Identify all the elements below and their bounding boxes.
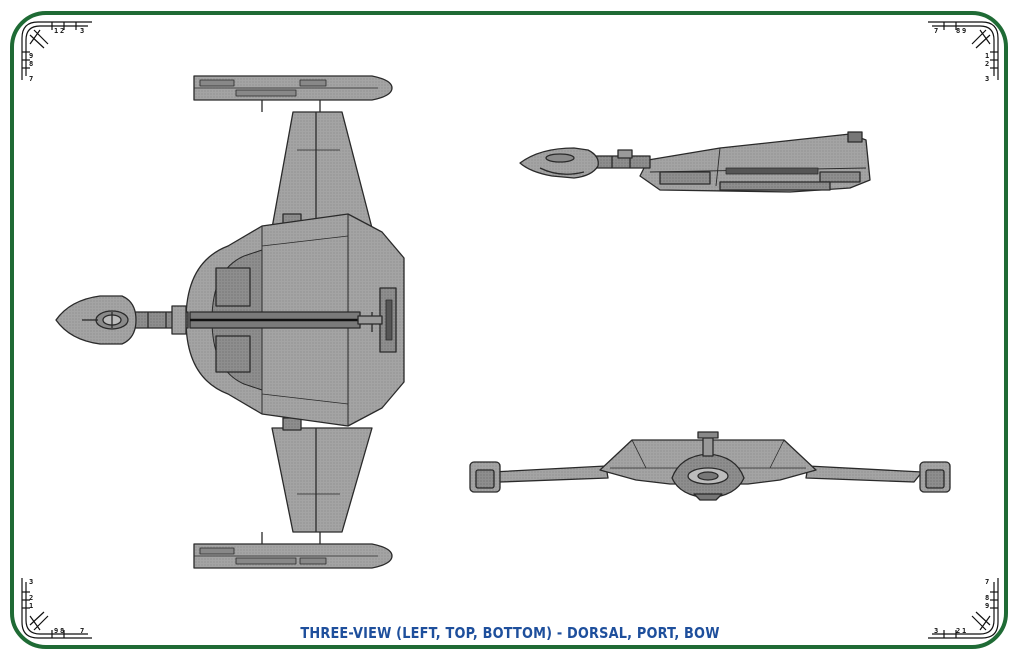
corner-ornament-bottom-right: 7 8 9 3 2 1 bbox=[928, 578, 999, 639]
corner-digit: 7 bbox=[934, 27, 938, 35]
corner-ornament-top-right: 7 8 9 1 2 3 bbox=[928, 21, 999, 83]
corner-digit: 3 bbox=[985, 75, 989, 83]
corner-digit: 9 bbox=[54, 627, 58, 635]
bow-right-wing bbox=[805, 465, 923, 483]
bow-view bbox=[469, 431, 951, 501]
corner-digit: 9 bbox=[962, 27, 966, 35]
diagram-caption: THREE-VIEW (LEFT, TOP, BOTTOM) - DORSAL,… bbox=[300, 624, 720, 642]
corner-digit: 3 bbox=[80, 27, 84, 35]
corner-digit: 8 bbox=[956, 27, 960, 35]
corner-digit: 1 bbox=[985, 52, 989, 60]
port-view bbox=[519, 131, 871, 193]
corner-digit: 3 bbox=[29, 578, 33, 586]
corner-digit: 8 bbox=[60, 627, 64, 635]
corner-ornament-top-left: 1 2 3 9 8 7 bbox=[21, 21, 92, 83]
corner-digit: 2 bbox=[985, 60, 989, 68]
corner-digit: 1 bbox=[29, 602, 33, 610]
corner-digit: 2 bbox=[60, 27, 64, 35]
corner-digit: 1 bbox=[962, 627, 966, 635]
corner-digit: 7 bbox=[29, 75, 33, 83]
corner-digit: 8 bbox=[985, 594, 989, 602]
corner-digit: 7 bbox=[985, 578, 989, 586]
corner-digit: 9 bbox=[985, 602, 989, 610]
corner-digit: 2 bbox=[29, 594, 33, 602]
bow-left-wing bbox=[491, 465, 609, 483]
corner-digit: 8 bbox=[29, 60, 33, 68]
corner-digit: 9 bbox=[29, 52, 33, 60]
port-command-head bbox=[519, 147, 599, 179]
dorsal-upper-nacelle bbox=[193, 75, 393, 112]
corner-digit: 3 bbox=[934, 627, 938, 635]
green-border bbox=[10, 11, 1008, 649]
dorsal-upper-pylon bbox=[271, 111, 373, 229]
corner-digit: 1 bbox=[54, 27, 58, 35]
corner-ornament-bottom-left: 3 2 1 9 8 7 bbox=[21, 578, 92, 639]
dorsal-lower-pylon bbox=[271, 427, 373, 533]
dorsal-lower-nacelle bbox=[193, 532, 393, 569]
corner-digit: 7 bbox=[80, 627, 84, 635]
corner-digit: 2 bbox=[956, 627, 960, 635]
dorsal-view bbox=[55, 75, 405, 569]
